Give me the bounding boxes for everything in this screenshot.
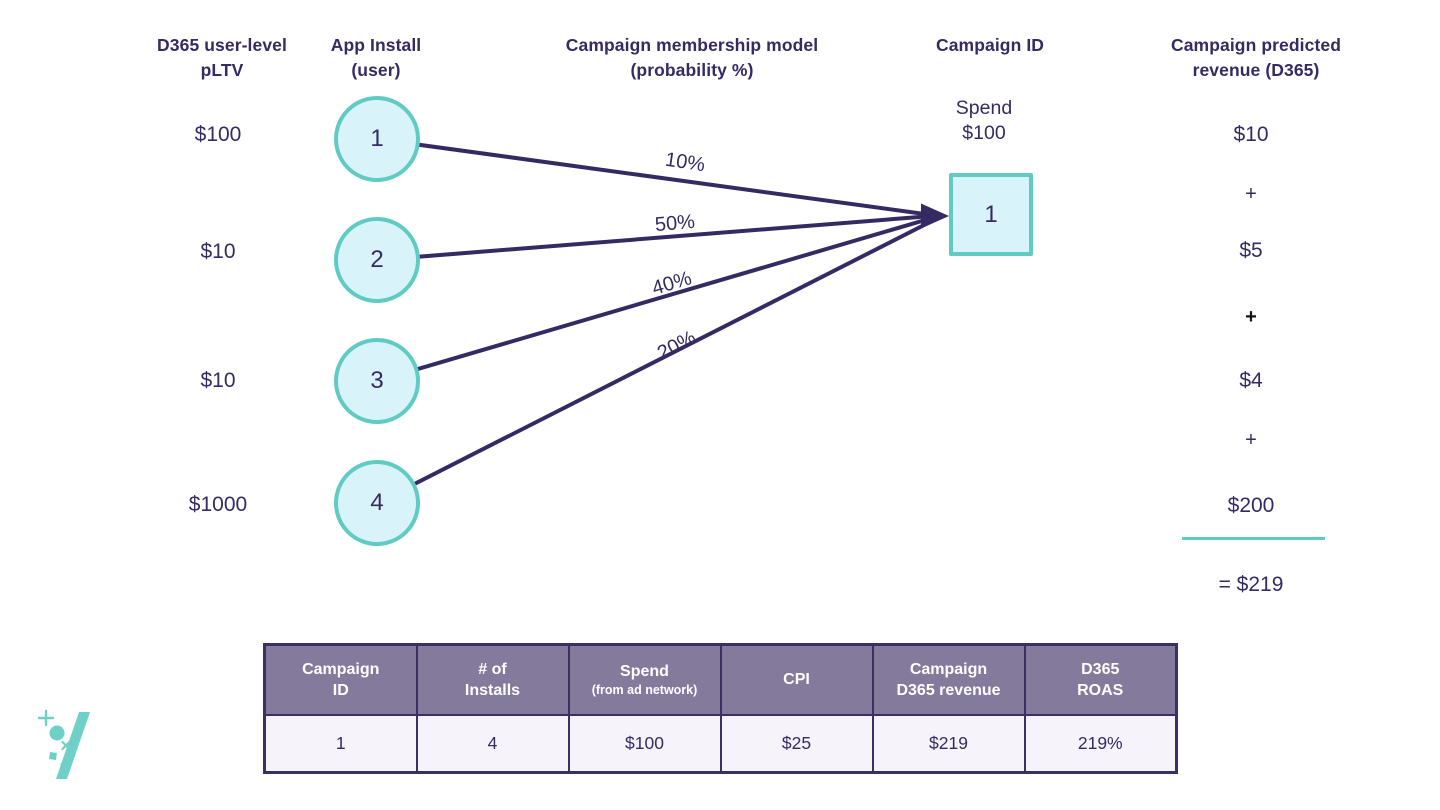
table-header-text: CPI bbox=[783, 671, 810, 689]
table-header-roas: D365 ROAS bbox=[1023, 643, 1178, 716]
table-cell-roas: 219% bbox=[1023, 713, 1178, 774]
table-header-text: D365 revenue bbox=[896, 681, 1001, 699]
table-header-text: D365 bbox=[1081, 660, 1120, 678]
table-cell-campaign-id: 1 bbox=[263, 713, 418, 774]
revenue-term-4: $200 bbox=[1227, 494, 1275, 517]
user-node-2: 2 bbox=[334, 217, 420, 303]
plus-operator-2: + bbox=[1245, 306, 1257, 328]
plus-operator-3: + bbox=[1245, 429, 1257, 451]
table-header-campaign-id: Campaign ID bbox=[263, 643, 418, 716]
revenue-total: = $219 bbox=[1218, 573, 1284, 596]
table-header-row: Campaign ID # of Installs Spend (from ad… bbox=[263, 643, 1178, 716]
arrow-user3-icon bbox=[376, 216, 933, 383]
table-cell-installs: 4 bbox=[415, 713, 570, 774]
table-header-text: Installs bbox=[464, 681, 521, 699]
campaign-spend-label: Spend $100 bbox=[955, 97, 1013, 144]
user-node-1: 1 bbox=[334, 96, 420, 182]
table-header-text: ID bbox=[332, 681, 349, 699]
user-node-3: 3 bbox=[334, 338, 420, 424]
table-header-text: ROAS bbox=[1077, 681, 1124, 699]
table-header-text: Spend bbox=[620, 663, 669, 681]
table-cell-cpi: $25 bbox=[719, 713, 874, 774]
user-node-3-label: 3 bbox=[370, 367, 384, 394]
table-row: 1 4 $100 $25 $219 219% bbox=[263, 713, 1178, 774]
table-header-text: # of bbox=[478, 660, 507, 678]
arrow-user4-icon bbox=[376, 219, 933, 505]
pltv-value-user4: $1000 bbox=[188, 493, 248, 516]
table-header-text: Campaign bbox=[302, 660, 380, 678]
header-pltv: D365 user-level pLTV bbox=[157, 35, 287, 80]
campaign-node-label: 1 bbox=[984, 200, 998, 228]
user-node-4-label: 4 bbox=[370, 489, 384, 516]
user-node-2-label: 2 bbox=[370, 246, 384, 273]
header-membership-model: Campaign membership model (probability %… bbox=[565, 35, 819, 80]
results-table: Campaign ID # of Installs Spend (from ad… bbox=[263, 643, 1178, 774]
probability-label-user2: 50% bbox=[654, 210, 696, 237]
pltv-value-user2: $10 bbox=[200, 240, 236, 263]
table-header-installs: # of Installs bbox=[415, 643, 570, 716]
table-cell-spend: $100 bbox=[567, 713, 722, 774]
arrow-user2-icon bbox=[376, 214, 933, 262]
header-campaign-id: Campaign ID bbox=[935, 35, 1045, 55]
user-node-1-label: 1 bbox=[370, 125, 384, 152]
revenue-term-3: $4 bbox=[1239, 369, 1263, 392]
user-node-4: 4 bbox=[334, 460, 420, 546]
plus-operator-1: + bbox=[1245, 183, 1257, 205]
table-header-spend: Spend (from ad network) bbox=[567, 643, 722, 716]
sum-divider-line bbox=[1182, 537, 1325, 540]
table-header-d365-revenue: Campaign D365 revenue bbox=[871, 643, 1026, 716]
pltv-value-user1: $100 bbox=[194, 123, 242, 146]
table-cell-d365-revenue: $219 bbox=[871, 713, 1026, 774]
pltv-value-user3: $10 bbox=[200, 369, 236, 392]
brand-logo-icon bbox=[37, 709, 90, 779]
revenue-term-2: $5 bbox=[1239, 239, 1263, 262]
table-header-subtext: (from ad network) bbox=[591, 683, 698, 698]
header-app-install: App Install (user) bbox=[330, 35, 422, 80]
table-header-text: Campaign bbox=[909, 660, 988, 678]
table-header-cpi: CPI bbox=[719, 643, 874, 716]
header-predicted-revenue: Campaign predicted revenue (D365) bbox=[1170, 35, 1342, 80]
campaign-node: 1 bbox=[949, 173, 1033, 256]
arrowhead-icon bbox=[921, 203, 949, 229]
arrow-user1-icon bbox=[376, 137, 933, 217]
revenue-term-1: $10 bbox=[1233, 123, 1269, 146]
